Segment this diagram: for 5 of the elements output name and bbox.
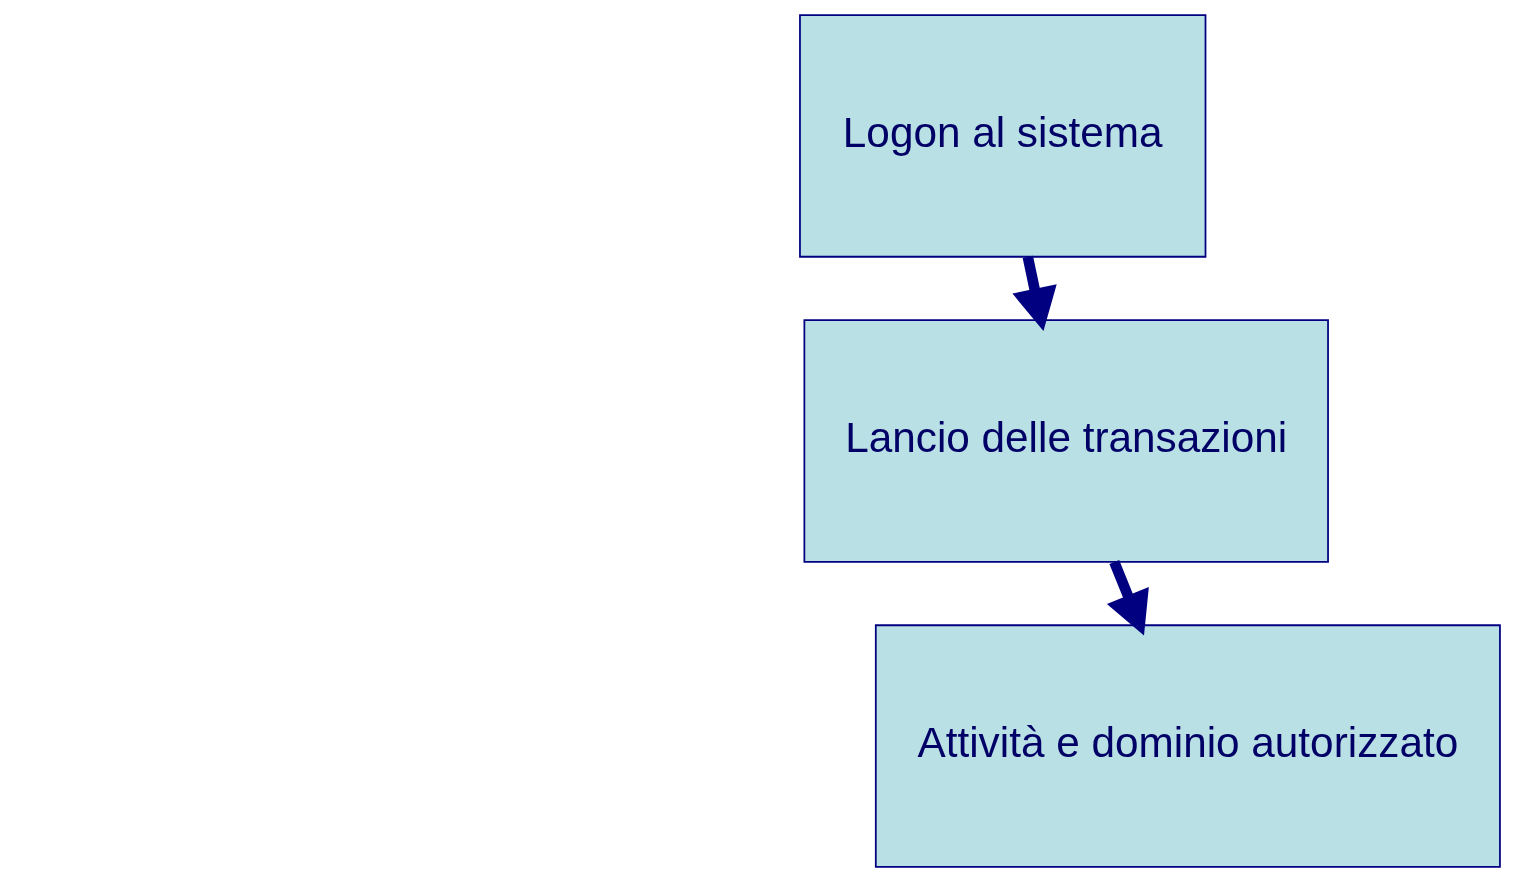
arrow	[1106, 559, 1149, 636]
node-box: Lancio delle transazioni	[803, 319, 1329, 563]
node-box: Logon al sistema	[799, 14, 1207, 258]
node-box: Attività e dominio autorizzato	[874, 624, 1501, 868]
arrow	[1012, 255, 1057, 332]
